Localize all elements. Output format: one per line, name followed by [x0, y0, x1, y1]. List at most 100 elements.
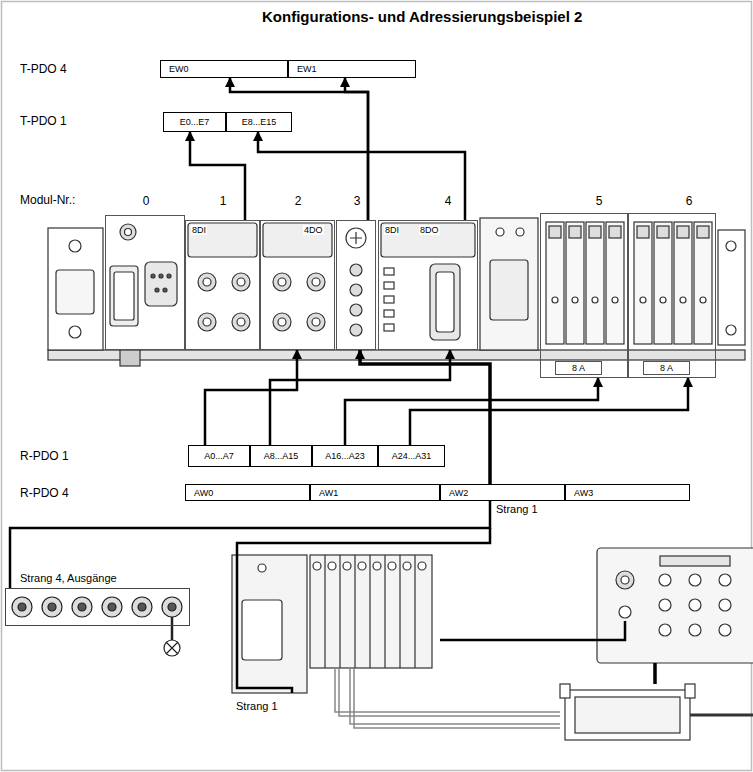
cpx-terminal [48, 350, 745, 360]
valve-terminal [373, 562, 381, 570]
cpx-terminal [232, 313, 250, 331]
valve-terminal [418, 562, 426, 570]
cpx-terminal [637, 226, 649, 238]
valve-module: 58 A [540, 213, 628, 378]
cpx-terminal [237, 278, 245, 286]
row-label: R-PDO 1 [20, 449, 69, 463]
io-device [659, 624, 671, 636]
cpx-terminal [114, 272, 134, 320]
cpx-terminal [680, 297, 686, 303]
cpx-terminal [350, 304, 362, 316]
process-image-word: EW1 [288, 60, 416, 78]
box-text: E0...E7 [180, 117, 210, 127]
cpx-terminal [384, 310, 394, 317]
cpx-terminal [718, 230, 745, 345]
cpx-terminal [606, 222, 624, 344]
valve-terminal [310, 555, 432, 668]
io-device [719, 574, 731, 586]
output-module [18, 603, 26, 611]
cpx-terminal [677, 226, 689, 238]
output-module [168, 603, 176, 611]
strand-label: Strang 1 [236, 700, 278, 712]
cpx-terminal [726, 241, 736, 251]
process-image-byte: E8...E15 [226, 112, 292, 132]
cpx-terminal [350, 264, 362, 276]
valve-terminal [388, 562, 396, 570]
cylinder [690, 714, 753, 717]
module-number: 5 [596, 194, 603, 208]
box-text: AW2 [449, 488, 468, 498]
current-rating: 8 A [643, 361, 690, 375]
cpx-terminal [198, 313, 216, 331]
box-text: A16...A23 [325, 451, 365, 461]
cables [440, 621, 625, 640]
module-number: 3 [354, 194, 361, 208]
box-text: E8...E15 [242, 117, 277, 127]
valve-terminal [403, 562, 411, 570]
cpx-terminal [346, 228, 366, 248]
cpx-terminal [151, 274, 155, 278]
process-image-word: AW2 [440, 484, 565, 501]
cpx-terminal [384, 296, 394, 303]
signal-connector [230, 78, 368, 220]
cylinder [560, 684, 570, 698]
cpx-terminal [384, 282, 394, 289]
cpx-terminal [307, 313, 325, 331]
cpx-terminal [69, 326, 81, 338]
cpx-terminal [350, 232, 362, 244]
cpx-terminal [273, 273, 291, 291]
io-device [719, 624, 731, 636]
cpx-terminal [566, 222, 584, 344]
box-text: AW1 [319, 488, 338, 498]
valve-terminal [328, 562, 336, 570]
cpx-terminal [660, 297, 666, 303]
box-text: AW0 [194, 488, 213, 498]
cpx-terminal [384, 268, 394, 275]
cpx-terminal [612, 297, 618, 303]
process-image-word: EW0 [160, 60, 288, 78]
box-text: EW1 [297, 64, 317, 74]
strand-label: Strang 1 [496, 503, 538, 515]
cpx-terminal [203, 318, 211, 326]
cpx-terminal [480, 218, 538, 350]
cpx-terminal [592, 297, 598, 303]
signal-connector [345, 378, 598, 445]
output-module [166, 642, 178, 654]
cpx-terminal [609, 226, 621, 238]
io-device [719, 599, 731, 611]
cpx-terminal [263, 223, 332, 257]
process-image-word: AW3 [565, 484, 690, 501]
cpx-terminal [69, 240, 81, 252]
process-image-word: AW1 [310, 484, 440, 501]
module-number: 1 [220, 194, 227, 208]
cpx-terminal [163, 288, 167, 292]
io-device [659, 599, 671, 611]
row-label: T-PDO 4 [20, 62, 67, 76]
box-text: A0...A7 [204, 451, 234, 461]
module-number: 4 [445, 194, 452, 208]
cpx-terminal [430, 264, 460, 340]
process-image-byte: A0...A7 [188, 445, 250, 467]
cpx-terminal [56, 270, 94, 314]
process-image-byte: A24...A31 [378, 445, 445, 467]
process-image-byte: A8...A15 [250, 445, 312, 467]
process-image-byte: E0...E7 [163, 112, 226, 132]
bus-node: 0 [105, 215, 185, 350]
cables [354, 668, 560, 728]
valve-terminal [258, 564, 266, 572]
valve-terminal [358, 562, 366, 570]
cpx-terminal [569, 226, 581, 238]
cpx-terminal [700, 297, 706, 303]
output-module [108, 603, 116, 611]
io-device [597, 548, 753, 663]
signal-connector [258, 132, 465, 220]
cpx-terminal [674, 222, 692, 344]
module-number: 6 [686, 194, 693, 208]
cpx-terminal [48, 228, 103, 350]
cpx-terminal [436, 272, 454, 332]
output-module [72, 597, 92, 617]
valve-terminal [343, 562, 351, 570]
cpx-terminal [278, 318, 286, 326]
